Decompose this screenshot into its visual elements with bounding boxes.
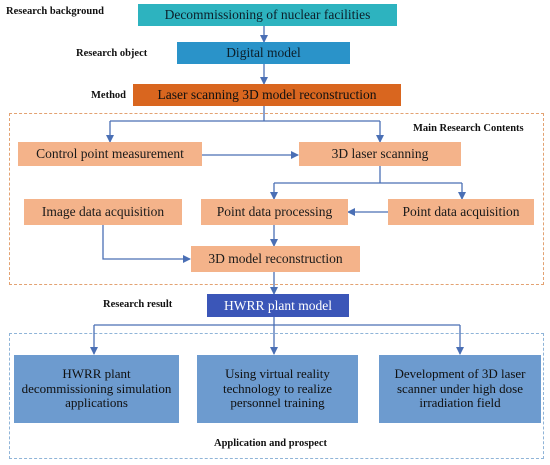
label-research-background: Research background <box>6 6 104 17</box>
box-point-processing: Point data processing <box>201 199 348 225</box>
arrow-image-to-reconstruction <box>102 225 191 263</box>
box-model-reconstruction: 3D model reconstruction <box>191 246 360 272</box>
box-control-point: Control point measurement <box>18 142 202 166</box>
label-method: Method <box>91 90 126 101</box>
box-app-vr-training: Using virtual reality technology to real… <box>197 355 358 423</box>
box-hwrr-model: HWRR plant model <box>207 294 349 317</box>
box-laser-scanning: 3D laser scanning <box>299 142 461 166</box>
box-app-simulation: HWRR plant decommissioning simulation ap… <box>14 355 179 423</box>
main-research-region <box>9 113 544 285</box>
box-app-laser-scanner: Development of 3D laser scanner under hi… <box>379 355 541 423</box>
label-research-result: Research result <box>103 299 173 310</box>
box-decommissioning: Decommissioning of nuclear facilities <box>138 4 397 26</box>
application-region <box>9 333 544 459</box>
label-main-research-contents: Main Research Contents <box>413 123 524 134</box>
label-research-object: Research object <box>76 48 148 59</box>
box-digital-model: Digital model <box>177 42 350 64</box>
box-laser-method: Laser scanning 3D model reconstruction <box>133 84 401 106</box>
box-image-data: Image data acquisition <box>24 199 182 225</box>
box-point-acquisition: Point data acquisition <box>388 199 534 225</box>
label-application-and-prospect: Application and prospect <box>214 438 327 449</box>
